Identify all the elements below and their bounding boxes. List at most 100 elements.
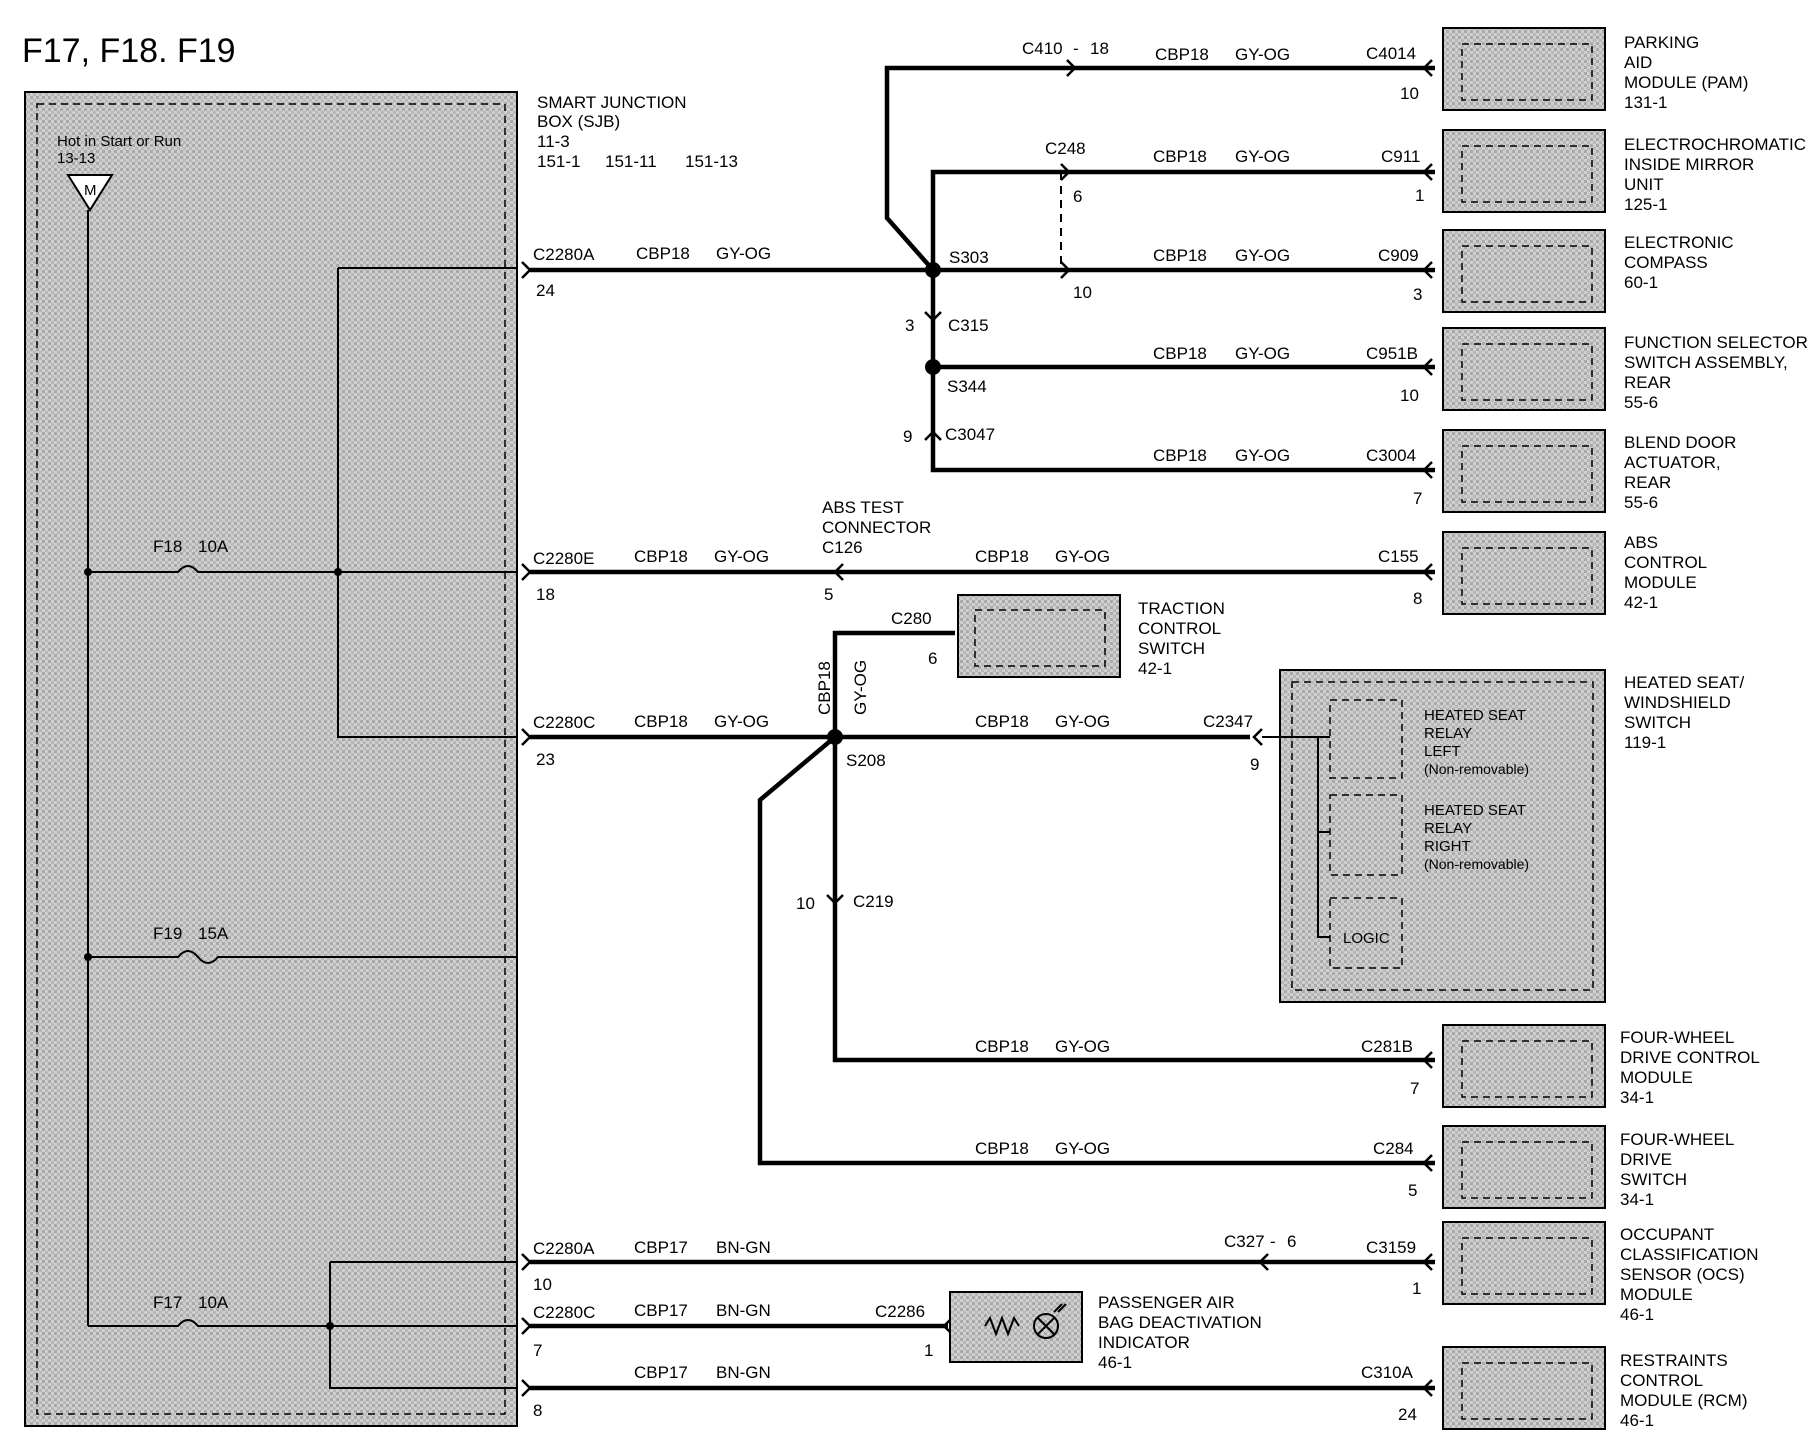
- mirror-name-1: ELECTROCHROMATIC: [1624, 135, 1806, 154]
- hot-in-start-run-label: Hot in Start or Run: [57, 133, 181, 150]
- sjb-conn-1-pin: 24: [536, 281, 555, 300]
- inline-c315-pin: 3: [905, 316, 914, 335]
- f18-feed-bus: [337, 267, 517, 738]
- rcm-name-3: MODULE (RCM): [1620, 1391, 1748, 1410]
- heated-seat-connector: C2347: [1203, 712, 1253, 731]
- mirror-pin: 1: [1415, 186, 1424, 205]
- f18-tap-dot: [84, 568, 92, 576]
- sjb-conn-4-pin: 10: [533, 1275, 552, 1294]
- heated-seat-internal-wiring: [1262, 736, 1330, 938]
- fuse-f18-rating: 10A: [198, 537, 229, 556]
- wire-label-circuit: CBP18: [1153, 446, 1207, 465]
- traction-switch-box: [957, 594, 1121, 678]
- module-names: PARKING AID MODULE (PAM) 131-1 ELECTROCH…: [1098, 33, 1808, 1430]
- wire-label-circuit: CBP18: [634, 547, 688, 566]
- inline-c410-sep: -: [1073, 39, 1079, 58]
- pad-indicator-name-2: BAG DEACTIVATION: [1098, 1313, 1262, 1332]
- wire-label-circuit: CBP18: [636, 244, 690, 263]
- inline-c327-pin: 6: [1287, 1232, 1296, 1251]
- relay-right-3: RIGHT: [1424, 838, 1471, 855]
- traction-connector: C280: [891, 609, 932, 628]
- mirror-box: [1442, 129, 1606, 213]
- rcm-inner: [1461, 1362, 1593, 1420]
- function-selector-box: [1442, 327, 1606, 411]
- blend-door-box: [1442, 429, 1606, 513]
- pam-pin: 10: [1400, 84, 1419, 103]
- wire-label-color: GY-OG: [1055, 1037, 1110, 1056]
- mirror-connector: C911: [1381, 147, 1420, 166]
- traction-name-1: TRACTION: [1138, 599, 1225, 618]
- relay-right-2: RELAY: [1424, 820, 1472, 837]
- sjb-conn-2-name: C2280E: [533, 549, 594, 568]
- wire-label-color-bngn: BN-GN: [716, 1363, 771, 1382]
- inline-c327-name: C327: [1224, 1232, 1265, 1251]
- sjb-box: [24, 91, 518, 1427]
- wire-label-color: GY-OG: [1235, 147, 1290, 166]
- function-selector-name-1: FUNCTION SELECTOR: [1624, 333, 1808, 352]
- traction-pin: 6: [928, 649, 937, 668]
- pad-indicator-name-3: INDICATOR: [1098, 1333, 1190, 1352]
- wire-label-color: GY-OG: [1055, 712, 1110, 731]
- sjb-conn-2-pin: 18: [536, 585, 555, 604]
- 4wd-module-name-3: MODULE: [1620, 1068, 1693, 1087]
- wire-label-color-vertical: GY-OG: [851, 660, 870, 715]
- ocs-name-1: OCCUPANT: [1620, 1225, 1714, 1244]
- fuse-f17-rating: 10A: [198, 1293, 229, 1312]
- wire-label-circuit-cbp17: CBP17: [634, 1363, 688, 1382]
- sjb-ref-2: 151-1: [537, 152, 580, 171]
- abs-test-line1: ABS TEST: [822, 498, 904, 517]
- wire-label-circuit: CBP18: [1153, 147, 1207, 166]
- function-selector-name-3: REAR: [1624, 373, 1671, 392]
- mirror-name-4: 125-1: [1624, 195, 1667, 214]
- 4wd-module-pin: 7: [1410, 1079, 1419, 1098]
- wire-s208-4wd-module: [832, 737, 1435, 1063]
- sjb-conn-3-pin: 23: [536, 750, 555, 769]
- wire-label-color: GY-OG: [716, 244, 771, 263]
- fuse-f17-id: F17: [153, 1293, 182, 1312]
- heated-seat-name-1: HEATED SEAT/: [1624, 673, 1745, 692]
- power-source-symbol: M: [84, 182, 97, 199]
- pam-name-1: PARKING: [1624, 33, 1699, 52]
- power-source-triangle-icon: [66, 174, 114, 212]
- mirror-inner: [1461, 145, 1593, 203]
- sjb-conn-5-pin: 7: [533, 1341, 542, 1360]
- fuse-f19-wire: [88, 950, 517, 964]
- sjb-ref-3: 151-11: [605, 152, 657, 171]
- wire-label-circuit-cbp17: CBP17: [634, 1238, 688, 1257]
- sjb-ref-1: 11-3: [537, 132, 570, 151]
- blend-door-name-4: 55-6: [1624, 493, 1658, 512]
- wire-label-circuit: CBP18: [975, 1139, 1029, 1158]
- sjb-name-line1: SMART JUNCTION: [537, 93, 687, 112]
- mirror-name-3: UNIT: [1624, 175, 1664, 194]
- page-title: F17, F18. F19: [22, 32, 236, 70]
- wire-s208-traction: [832, 630, 955, 737]
- wire-label-color: GY-OG: [714, 712, 769, 731]
- 4wd-module-name-4: 34-1: [1620, 1088, 1654, 1107]
- ocs-pin: 1: [1412, 1279, 1421, 1298]
- function-selector-name-4: 55-6: [1624, 393, 1658, 412]
- wire-label-circuit: CBP18: [975, 547, 1029, 566]
- abs-module-name-2: CONTROL: [1624, 553, 1707, 572]
- wire-label-color: GY-OG: [1235, 45, 1290, 64]
- 4wd-switch-pin: 5: [1408, 1181, 1417, 1200]
- inline-c219-pin: 10: [796, 894, 815, 913]
- f17-junction-dot: [326, 1322, 334, 1330]
- relay-left-1: HEATED SEAT: [1424, 707, 1526, 724]
- wire-label-color: GY-OG: [1055, 1139, 1110, 1158]
- wire-s303-blend-door: [930, 270, 1435, 473]
- splice-s303-label: S303: [949, 248, 989, 267]
- rcm-box: [1442, 1346, 1606, 1430]
- wire-label-color: GY-OG: [1235, 344, 1290, 363]
- pam-connector: C4014: [1366, 44, 1416, 63]
- sjb-conn-6-pin: 8: [533, 1401, 542, 1420]
- 4wd-module-inner: [1461, 1040, 1593, 1098]
- compass-box: [1442, 229, 1606, 313]
- compass-name-2: COMPASS: [1624, 253, 1708, 272]
- rcm-name-1: RESTRAINTS: [1620, 1351, 1728, 1370]
- heated-seat-name-3: SWITCH: [1624, 713, 1691, 732]
- inline-c410-name: C410: [1022, 39, 1063, 58]
- splice-s208: [827, 729, 843, 745]
- relay-left-3: LEFT: [1424, 743, 1461, 760]
- pad-indicator-name-4: 46-1: [1098, 1353, 1132, 1372]
